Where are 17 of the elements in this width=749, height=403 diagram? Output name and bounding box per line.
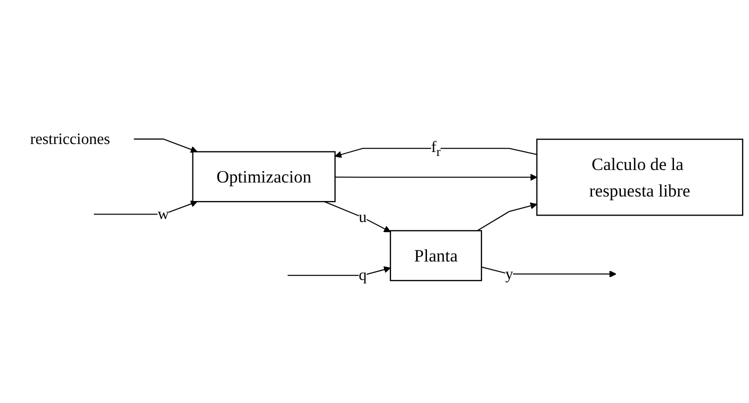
edge-label: u	[358, 208, 367, 226]
node-box: Planta	[390, 230, 482, 282]
arrow	[477, 202, 538, 232]
node-box: Optimizacion	[192, 151, 336, 202]
arrow	[324, 201, 391, 232]
edge-label: w	[158, 206, 170, 224]
edge-label: f$_{r}$	[431, 138, 441, 160]
edge-label: q	[358, 266, 367, 284]
arrow	[334, 148, 537, 158]
node-text: restricciones	[30, 130, 110, 148]
arrow	[481, 266, 616, 278]
node-box: Calculo de la respuesta libre	[536, 138, 744, 216]
arrow	[94, 200, 198, 215]
arrow	[288, 266, 391, 276]
arrow	[335, 174, 538, 181]
edge-label: y	[505, 266, 514, 283]
arrow	[134, 138, 198, 153]
